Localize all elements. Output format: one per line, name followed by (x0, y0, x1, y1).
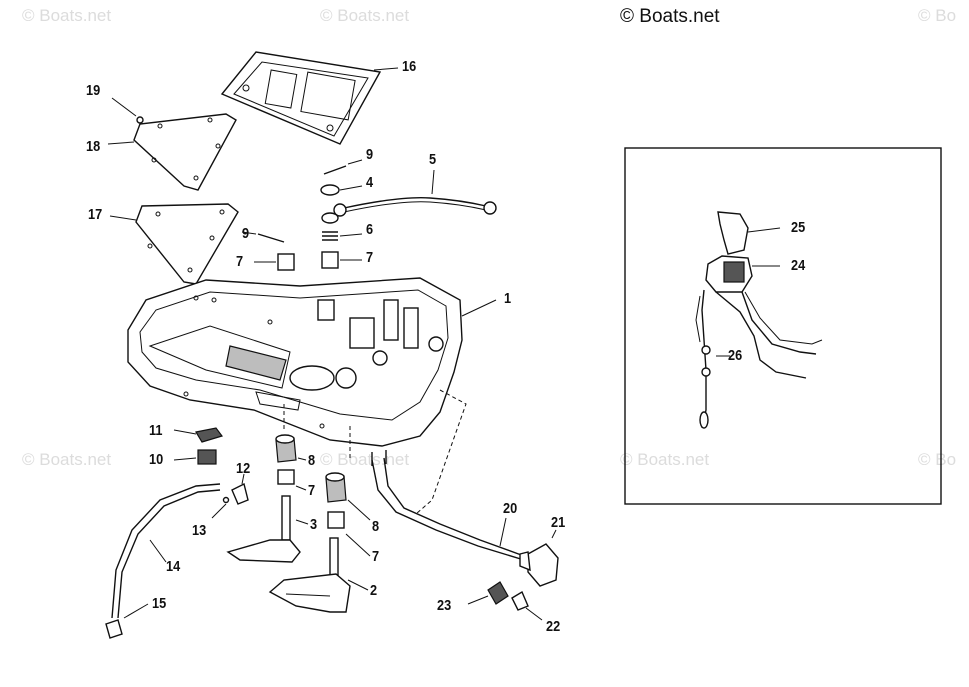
part-1-lower-pan (127, 277, 463, 447)
part-12-clip (231, 482, 249, 505)
callout-11: 11 (149, 422, 163, 439)
callout-14: 14 (166, 558, 181, 575)
watermark: © Boats.net (22, 450, 112, 469)
callout-12: 12 (236, 460, 251, 477)
part-7-bushing (277, 253, 295, 271)
part-16-gasket (220, 51, 382, 145)
callout-9-upper: 9 (366, 146, 374, 163)
callout-16: 16 (402, 58, 417, 75)
part-9-pin (323, 165, 347, 175)
callout-25: 25 (791, 219, 806, 236)
part-3-bracket (281, 495, 291, 541)
watermark: © Boats.net (22, 6, 112, 25)
callout-7-lower-right: 7 (372, 548, 380, 565)
part-15-connector (105, 619, 123, 639)
callout-26: 26 (728, 347, 743, 364)
part-18-cover (133, 113, 237, 191)
part-6-spring (322, 231, 338, 241)
part-9-pin (257, 233, 285, 243)
callout-13: 13 (192, 522, 207, 539)
part-10-plug (197, 449, 217, 465)
part-11-nut (195, 427, 223, 443)
callout-8-left: 8 (308, 452, 316, 469)
watermark: © Bo (918, 450, 957, 469)
callout-7-upper-right: 7 (366, 249, 374, 266)
part-5-cable (343, 197, 487, 209)
part-4-washer (320, 184, 340, 196)
callout-10: 10 (149, 451, 164, 468)
part-2-bracket (329, 537, 339, 579)
part-20-cable (371, 459, 525, 561)
callout-8-right: 8 (372, 518, 380, 535)
part-6-washer (321, 212, 339, 224)
callout-19: 19 (86, 82, 101, 99)
callout-17: 17 (88, 206, 103, 223)
part-25-bracket (717, 211, 749, 255)
watermark: © Boats.net (320, 450, 410, 469)
callout-20: 20 (503, 500, 518, 517)
part-13-screw (222, 496, 230, 504)
watermark: © Boats.net (320, 6, 410, 25)
part-23-grommet (487, 581, 509, 605)
part-22-clip (511, 590, 529, 611)
part-14-hose (111, 483, 221, 619)
callout-1: 1 (504, 290, 512, 307)
callout-15: 15 (152, 595, 167, 612)
callout-4: 4 (366, 174, 374, 191)
part-7-bushing (321, 251, 339, 269)
part-17-cover (135, 203, 239, 285)
inset-box (624, 147, 942, 505)
part-26-harness (701, 289, 707, 429)
part-21-knob (527, 543, 559, 587)
callout-21: 21 (551, 514, 566, 531)
copyright-text: © Boats.net (620, 6, 720, 27)
callout-6: 6 (366, 221, 374, 238)
watermark: © Bo (918, 6, 957, 25)
callout-9-left: 9 (242, 225, 250, 242)
part-7-bushing (327, 511, 345, 529)
callout-2: 2 (370, 582, 378, 599)
part-7-bushing (277, 469, 295, 485)
callout-18: 18 (86, 138, 101, 155)
callout-23: 23 (437, 597, 452, 614)
callout-3: 3 (310, 516, 318, 533)
part-19-screw (136, 116, 144, 124)
watermark: © Boats.net (620, 450, 710, 469)
callout-7-lower-left: 7 (308, 482, 316, 499)
callout-5: 5 (429, 151, 437, 168)
callout-7-upper-left: 7 (236, 253, 244, 270)
callout-24: 24 (791, 257, 806, 274)
callout-22: 22 (546, 618, 561, 635)
